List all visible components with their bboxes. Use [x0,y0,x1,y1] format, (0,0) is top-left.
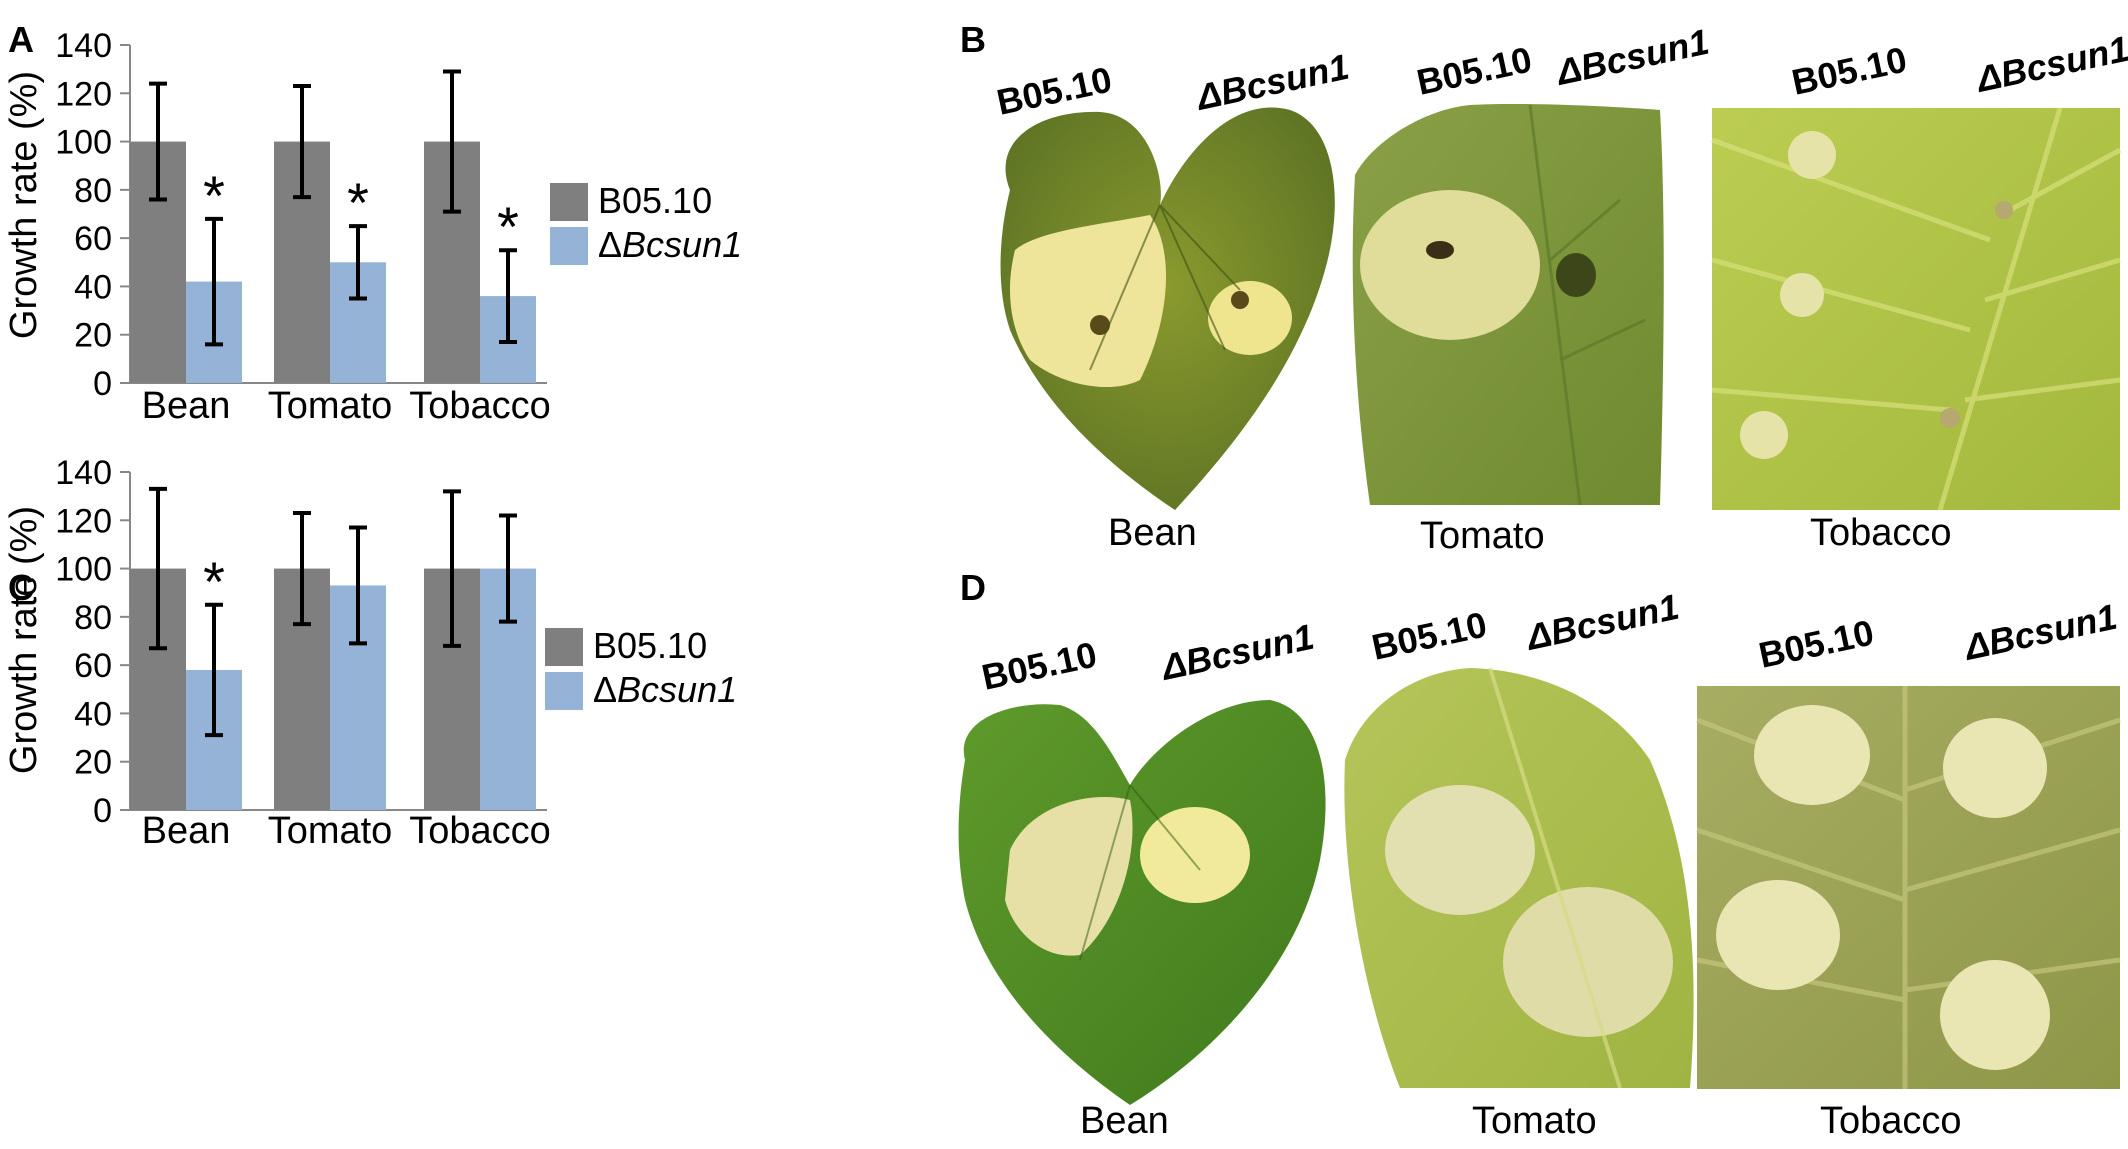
y-tick-label: 40 [74,695,112,733]
tobacco-lesion-wt-3 [1740,411,1788,459]
photo-label-mut-bean-d: ΔBcsun1 [1156,616,1317,689]
category-label: Tobacco [409,385,551,427]
photo-label-mut-tobacco-b: ΔBcsun1 [1971,28,2128,101]
photo-label-wt-bean-d: B05.10 [978,634,1100,698]
tobacco-lesion-d-1 [1754,705,1870,805]
y-tick-label: 80 [74,599,112,637]
tomato-lesion-large [1360,190,1540,340]
category-label: Tobacco [409,810,551,852]
leaf-photo-tomato-d [1344,667,1694,1089]
y-axis-title: Growth rate (%) [3,71,45,339]
photo-label-wt-tomato-d: B05.10 [1368,604,1490,668]
y-tick-label: 20 [74,317,112,355]
y-tick-label: 80 [74,172,112,210]
leaf-photo-bean-d [958,700,1326,1105]
category-label: Bean [142,810,231,852]
y-tick-label: 100 [55,124,112,162]
legend-swatch-mutant [550,227,588,265]
tobacco-lesion-d-4 [1940,960,2050,1070]
leaf-photo-tobacco-b [1711,107,2122,511]
category-label: Tomato [268,810,393,852]
photo-label-mut-tobacco-d: ΔBcsun1 [1959,596,2120,669]
photo-label-mut-bean-b: ΔBcsun1 [1191,46,1352,119]
tomato-lesion-d-mut [1503,887,1673,1037]
photo-caption-tobacco-b: Tobacco [1810,512,1952,554]
significance-star: * [203,550,225,613]
y-tick-label: 0 [93,365,112,403]
photo-panel-b: B05.10 ΔBcsun1 Bean B05.10 ΔBcsun1 Tomat… [993,21,2128,557]
y-tick-label: 120 [55,502,112,540]
y-tick-label: 60 [74,220,112,258]
y-axis-title: Growth rate (%) [3,506,45,774]
category-label: Tomato [268,385,393,427]
y-tick-label: 100 [55,551,112,589]
y-tick-label: 140 [55,454,112,492]
tobacco-lesion-d-3 [1716,880,1840,990]
category-label: Bean [142,385,231,427]
legend-swatch-mutant [545,672,583,710]
bean-lesion-center-2 [1231,291,1249,309]
tobacco-lesion-wt-2 [1780,273,1824,317]
bean-vein-d [1079,784,1201,961]
leaf-photo-tobacco-d [1696,686,2121,1089]
significance-star: * [497,195,519,258]
tomato-vein-d [1488,667,1622,1089]
leaf-photo-tomato-b [1352,103,1664,506]
photo-panel-d: B05.10 ΔBcsun1 Bean B05.10 ΔBcsun1 Tomat… [958,586,2121,1142]
tomato-lesion-small [1556,253,1596,297]
photo-label-mut-tomato-d: ΔBcsun1 [1521,586,1682,659]
photo-caption-tomato-b: Tomato [1420,515,1545,557]
photo-caption-bean-d: Bean [1080,1100,1169,1142]
tobacco-lesion-wt-1 [1788,131,1836,179]
photo-caption-tomato-d: Tomato [1472,1100,1597,1142]
y-tick-label: 140 [55,27,112,65]
y-tick-label: 20 [74,744,112,782]
legend-swatch-wt [550,183,588,221]
photo-label-wt-tobacco-d: B05.10 [1755,612,1877,676]
legend-swatch-wt [545,628,583,666]
legend-label-wt: B05.10 [593,625,707,666]
significance-star: * [347,171,369,234]
significance-star: * [203,164,225,227]
bean-lesion-large [1010,215,1167,388]
tobacco-lesion-d-2 [1943,718,2047,818]
tobacco-vein [1711,107,2122,511]
legend-label-mutant: ΔBcsun1 [598,224,742,265]
tobacco-lesion-mut-2 [1940,408,1960,428]
y-tick-label: 40 [74,268,112,306]
photo-label-wt-tobacco-b: B05.10 [1788,39,1910,103]
photo-label-wt-tomato-b: B05.10 [1413,39,1535,103]
legend-label-wt: B05.10 [598,180,712,221]
bean-lesion-d-wt [1005,797,1133,956]
bean-lesion-center-1 [1090,315,1110,335]
y-tick-label: 0 [93,792,112,830]
bean-leaf-shape [1000,107,1335,510]
tomato-lesion-d-wt [1385,785,1535,915]
leaf-photo-bean-b [1000,107,1335,510]
panel-letter-a: A [8,19,34,60]
bean-lesion-small [1208,281,1292,355]
tomato-lesion-core [1426,241,1454,259]
photo-caption-bean-b: Bean [1108,512,1197,554]
y-tick-label: 60 [74,647,112,685]
panel-letter-c: C [8,567,34,608]
y-tick-label: 120 [55,75,112,113]
legend-label-mutant: ΔBcsun1 [593,669,737,710]
bean-vein [1089,204,1241,371]
panel-letter-b: B [960,19,986,60]
tobacco-lesion-mut-1 [1995,201,2013,219]
photo-caption-tobacco-d: Tobacco [1820,1100,1962,1142]
bean-leaf-shape-d [958,700,1326,1105]
bean-lesion-d-mut [1140,807,1250,903]
tomato-vein [1528,104,1646,506]
photo-label-mut-tomato-b: ΔBcsun1 [1551,21,1712,94]
panel-letter-d: D [960,567,986,608]
